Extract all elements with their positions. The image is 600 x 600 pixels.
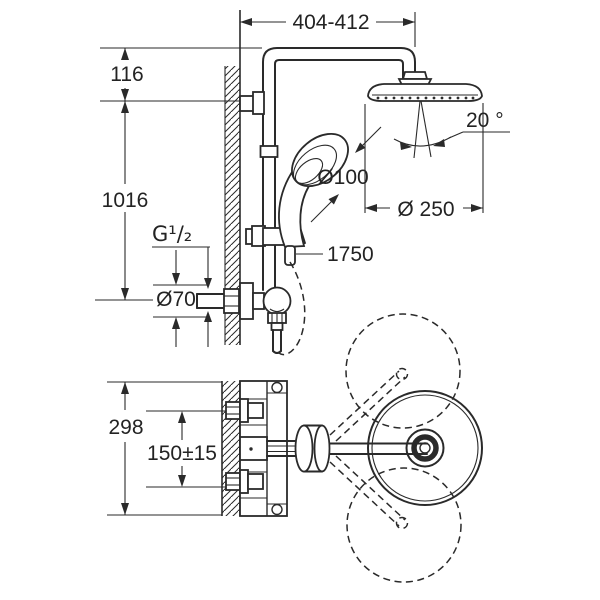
supply-fitting-bottom <box>225 469 264 494</box>
swivel-positions-dashed <box>329 313 462 583</box>
dim-swivel-angle-label: 20 ° <box>466 109 504 132</box>
hand-shower-position-down <box>346 467 462 583</box>
hand-shower-front <box>367 390 483 506</box>
dim-hose-length-label: 1750 <box>327 243 374 266</box>
upper-side-view: 404-412 116 1016 G¹/₂ <box>95 10 510 356</box>
dim-top-width-label: 404-412 <box>292 11 369 34</box>
lower-front-view: 298 150±15 <box>107 313 483 583</box>
spray-nozzles <box>376 96 475 100</box>
shower-holder-arm <box>266 424 428 473</box>
hand-shower-position-up <box>345 313 461 429</box>
dim-inlet-spacing: 150±15 <box>146 410 226 488</box>
mounting-screw-top <box>271 381 283 394</box>
dim-top-width: 404-412 <box>240 11 416 47</box>
escutcheon <box>239 282 254 320</box>
supply-fitting-top <box>225 398 264 423</box>
rail-union <box>259 145 279 158</box>
dim-head-offset: 116 <box>100 47 262 102</box>
dim-swivel-angle: 20 ° <box>393 100 510 159</box>
dim-head-offset-label: 116 <box>110 63 143 86</box>
hose-nipple <box>284 245 296 266</box>
dim-head-diameter: Ø 250 <box>364 103 484 221</box>
mounting-screw-bottom <box>271 503 283 516</box>
dim-thread-label: G¹/₂ <box>152 222 192 246</box>
head-ball-joint <box>401 71 429 80</box>
dim-rail-height-label: 1016 <box>102 189 149 212</box>
dim-escutcheon-diameter: Ø70 <box>153 250 208 347</box>
hand-shower <box>278 132 349 266</box>
shower-hose <box>272 261 306 356</box>
head-shower <box>367 71 483 102</box>
dim-escutcheon-label: Ø70 <box>156 288 196 311</box>
diverter-knob <box>313 424 331 473</box>
dim-hand-diameter-label: Ø100 <box>317 166 368 189</box>
dim-trim-height: 298 <box>107 381 222 516</box>
dim-rail-height: 1016 <box>95 101 153 301</box>
shower-rail <box>259 47 416 291</box>
wall-bracket <box>239 91 265 115</box>
dim-head-diameter-label: Ø 250 <box>397 198 454 221</box>
dim-hose-length: 1750 <box>296 243 374 266</box>
dim-inlet-spacing-label: 150±15 <box>147 442 217 465</box>
diverter-ball <box>262 286 292 316</box>
supply-connection <box>196 261 306 356</box>
dim-trim-height-label: 298 <box>108 416 143 439</box>
